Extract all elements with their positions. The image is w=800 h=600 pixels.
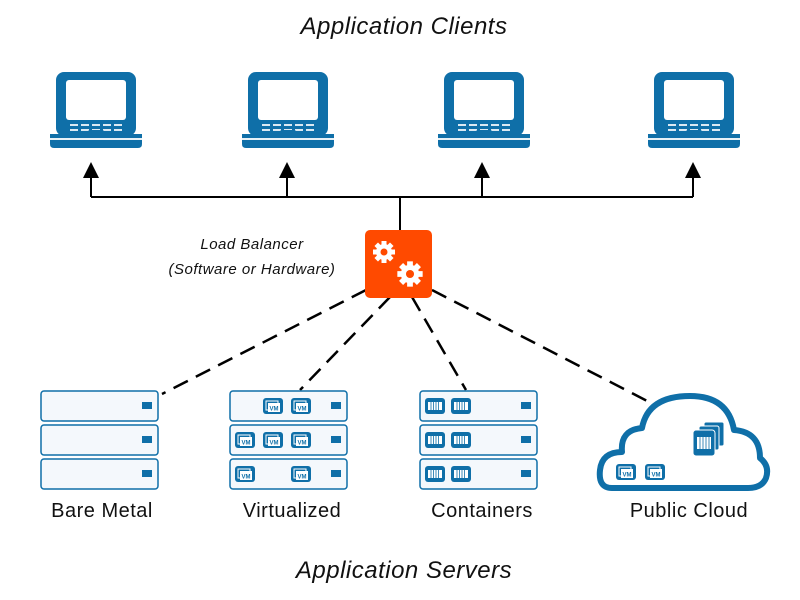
server-connections: [161, 288, 656, 407]
laptop-icon: [50, 72, 142, 148]
link-containers: [410, 296, 468, 391]
server-label-public-cloud: Public Cloud: [630, 500, 748, 522]
application-clients-title: Application Clients: [299, 13, 508, 40]
link-virtualized: [299, 296, 391, 391]
client-connections: [83, 162, 701, 232]
load-balancer-box: [365, 230, 432, 298]
load-balancer-label-line1: Load Balancer: [200, 236, 304, 253]
container-server-rack-icon: [419, 390, 538, 490]
laptop-icon: [648, 72, 740, 148]
link-public-cloud: [431, 288, 656, 407]
link-bare-metal: [161, 288, 367, 396]
load-balancer-label-line2: (Software or Hardware): [169, 261, 336, 278]
server-label-virtualized: Virtualized: [243, 500, 342, 522]
cloud-icon: [596, 393, 771, 491]
vm-server-rack-icon: [229, 390, 348, 490]
server-label-bare-metal: Bare Metal: [51, 500, 153, 522]
server-label-containers: Containers: [431, 500, 533, 522]
laptop-icon: [242, 72, 334, 148]
server-rack-icon: [40, 390, 159, 490]
load-balancer: [365, 230, 432, 298]
laptop-icon: [438, 72, 530, 148]
application-servers-title: Application Servers: [294, 557, 512, 584]
container-stack-icon: [692, 421, 725, 457]
